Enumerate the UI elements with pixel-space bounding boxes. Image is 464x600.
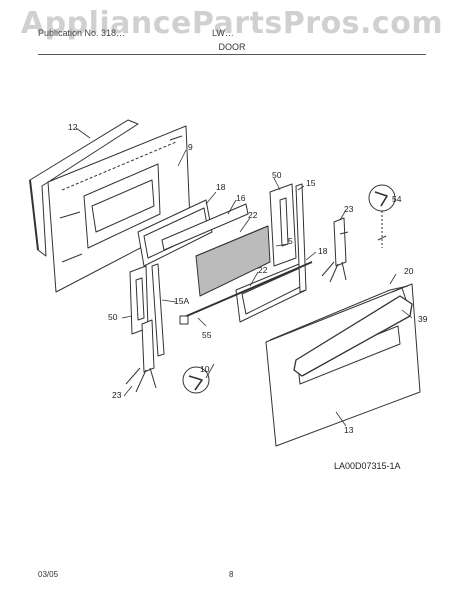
callout-15A: 15A <box>174 296 189 306</box>
callout-23: 23 <box>112 390 122 400</box>
door-glass <box>161 203 249 251</box>
callout-55: 55 <box>202 330 212 340</box>
callout-50: 50 <box>272 170 282 180</box>
publication-number: Publication No. 318… <box>38 28 126 38</box>
screw-10 <box>182 366 210 394</box>
callout-9: 9 <box>188 142 193 152</box>
header-rule <box>38 54 426 55</box>
callout-15: 15 <box>306 178 316 188</box>
callout-10: 10 <box>200 364 210 374</box>
footer-page-number: 8 <box>229 570 234 579</box>
callout-39: 39 <box>418 314 428 324</box>
watermark: AppliancePartsPros.com <box>20 6 444 41</box>
callout-16: 16 <box>236 193 246 203</box>
callout-54: 54 <box>392 194 402 204</box>
hinge-receiver-right <box>269 183 297 267</box>
callout-50: 50 <box>108 312 118 322</box>
section-title: DOOR <box>218 42 246 52</box>
door-channel-left <box>151 263 165 357</box>
callout-22: 22 <box>248 210 258 220</box>
footer-date: 03/05 <box>38 570 59 579</box>
callout-12: 12 <box>68 122 78 132</box>
callout-13: 13 <box>344 425 354 435</box>
callout-22: 22 <box>258 265 268 275</box>
door-insulation <box>195 225 271 297</box>
callout-18: 18 <box>318 246 328 256</box>
figure-id: LA00D07315-1A <box>334 461 401 471</box>
door-gasket <box>29 119 139 257</box>
callout-23: 23 <box>344 204 354 214</box>
model-number: LW… <box>212 28 234 38</box>
bottom-trim <box>179 261 313 325</box>
hinge-left <box>125 319 157 393</box>
inner-door-panel <box>47 125 191 293</box>
callout-18: 18 <box>216 182 226 192</box>
callout-5: 5 <box>288 236 293 246</box>
callout-20: 20 <box>404 266 414 276</box>
screw-54 <box>368 184 396 248</box>
